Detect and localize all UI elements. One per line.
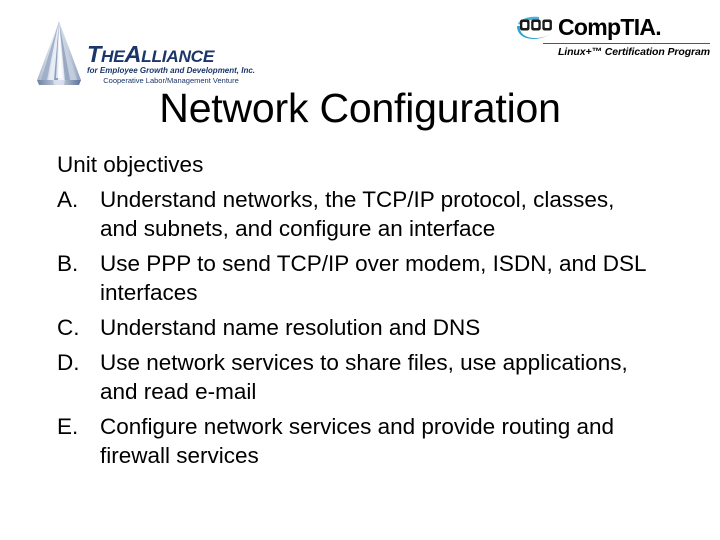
objectives-heading: Unit objectives: [57, 152, 204, 177]
list-item: D. Use network services to share files, …: [57, 348, 682, 406]
comptia-logo: CompTIA. Linux+™ Certification Program: [515, 12, 710, 58]
list-item: B. Use PPP to send TCP/IP over modem, IS…: [57, 249, 682, 307]
comptia-wordmark: CompTIA.: [558, 13, 662, 40]
objective-marker: D.: [57, 350, 80, 375]
slide-body: Unit objectives A. Understand networks, …: [57, 150, 682, 470]
comptia-squares-swoosh-icon: [515, 12, 559, 42]
objective-marker: A.: [57, 187, 79, 212]
slide-header: THEALLIANCE for Employee Growth and Deve…: [0, 0, 720, 90]
alliance-wordmark: THEALLIANCE for Employee Growth and Deve…: [87, 40, 256, 85]
comptia-divider: [543, 43, 710, 44]
list-item: E. Configure network services and provid…: [57, 412, 682, 470]
alliance-name: THEALLIANCE: [87, 40, 215, 67]
alliance-tagline-primary: for Employee Growth and Development, Inc…: [87, 65, 256, 75]
objective-text: Use PPP to send TCP/IP over modem, ISDN,…: [100, 251, 646, 305]
objective-text: Configure network services and provide r…: [100, 414, 615, 468]
objective-marker: B.: [57, 251, 79, 276]
alliance-tagline-secondary: Cooperative Labor/Management Venture: [103, 75, 239, 85]
alliance-pyramid-icon: [33, 20, 85, 86]
objective-text: Use network services to share files, use…: [100, 350, 628, 404]
objective-text: Understand networks, the TCP/IP protocol…: [100, 187, 615, 241]
list-item: C. Understand name resolution and DNS: [57, 313, 682, 342]
page-title: Network Configuration: [159, 85, 561, 131]
comptia-wordmark-row: CompTIA.: [515, 12, 710, 42]
list-item: A. Understand networks, the TCP/IP proto…: [57, 185, 682, 243]
alliance-logo: THEALLIANCE for Employee Growth and Deve…: [33, 20, 255, 86]
objective-text: Understand name resolution and DNS: [100, 315, 481, 340]
objective-marker: C.: [57, 315, 80, 340]
objective-marker: E.: [57, 414, 79, 439]
comptia-certification-label: Linux+™ Certification Program: [557, 46, 710, 58]
